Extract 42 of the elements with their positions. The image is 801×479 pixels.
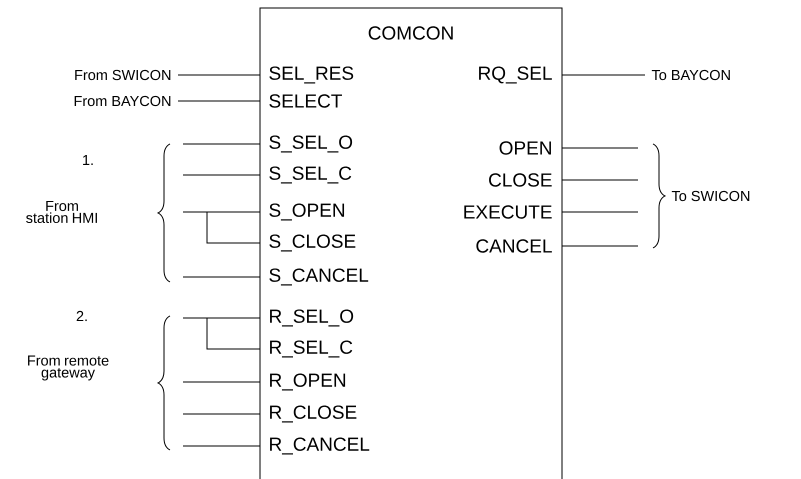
signal-line <box>178 100 260 102</box>
group-label: From remote gateway <box>28 356 108 380</box>
pin-label: RQ_SEL <box>479 66 552 84</box>
pin-label: CLOSE <box>489 173 552 187</box>
signal-line <box>206 317 260 350</box>
signal-line <box>562 211 638 212</box>
pin-label: S_CANCEL <box>269 268 368 286</box>
signal-label: From SWICON <box>75 70 170 80</box>
signal-line <box>182 211 260 212</box>
group-label: 1. <box>83 155 93 165</box>
signal-line <box>182 445 260 446</box>
signal-label: From BAYCON <box>74 96 170 106</box>
pin-label: R_SEL_O <box>270 309 354 326</box>
pin-label: SEL_RES <box>269 66 354 84</box>
signal-line <box>178 74 260 76</box>
signal-line <box>562 245 638 246</box>
signal-line <box>182 276 260 278</box>
pin-label: S_CLOSE <box>269 234 356 252</box>
pin-label: CANCEL <box>476 239 552 253</box>
pin-label: R_CLOSE <box>270 405 356 422</box>
pin-label: S_OPEN <box>269 203 344 221</box>
pin-label: R_OPEN <box>270 373 346 390</box>
signal-line <box>562 74 646 76</box>
pin-label: R_CANCEL <box>270 437 370 454</box>
signal-line <box>182 317 260 318</box>
signal-line <box>182 143 260 144</box>
signal-line <box>206 211 260 244</box>
signal-line <box>182 413 260 414</box>
pin-label: SELECT <box>269 94 342 108</box>
signal-line <box>182 174 260 176</box>
group-label: To SWICON <box>672 190 750 202</box>
pin-label: S_SEL_C <box>269 166 352 184</box>
group-label: 2. <box>76 310 87 322</box>
pin-label: OPEN <box>500 141 551 155</box>
signal-line <box>562 147 638 148</box>
pin-label: EXECUTE <box>464 205 552 219</box>
signal-label: To BAYCON <box>652 70 730 80</box>
pin-label: R_SEL_C <box>270 340 352 358</box>
pin-label: S_SEL_O <box>269 135 352 153</box>
signal-line <box>182 381 260 382</box>
signal-line <box>562 179 638 180</box>
group-label: From station HMI <box>26 200 97 224</box>
